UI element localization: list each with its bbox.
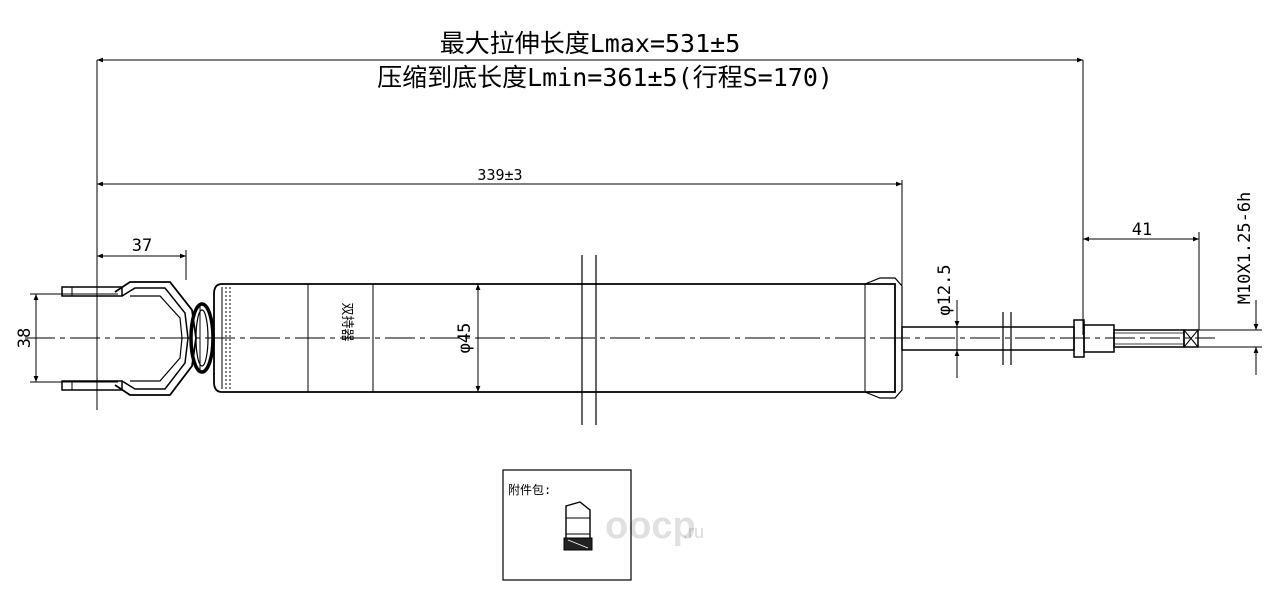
thread-length-dimension: 41 <box>1083 220 1200 330</box>
watermark-suffix: .ru <box>683 522 704 542</box>
body-marking: 双持器 <box>339 302 354 341</box>
body-length-label: 339±3 <box>477 166 522 184</box>
body-length-dimension: 339±3 <box>97 166 903 285</box>
eye-offset-label: 37 <box>132 236 152 256</box>
rubber-bushing <box>189 302 215 374</box>
thread-spec-dimension: M10X1.25-6h <box>1195 192 1262 375</box>
eye-offset-dimension: 37 <box>97 236 187 280</box>
title-line-lmin: 压缩到底长度Lmin=361±5(行程S=170) <box>377 63 833 92</box>
rod-diameter-dimension: φ12.5 <box>935 264 960 378</box>
title-line-lmax: 最大拉伸长度Lmax=531±5 <box>440 29 741 58</box>
body-diameter-dimension: φ45 <box>455 284 481 392</box>
thread-spec-label: M10X1.25-6h <box>1235 192 1255 305</box>
overall-length-dimension <box>96 57 1084 410</box>
watermark-brand: oocp <box>605 505 696 547</box>
rod-diameter-label: φ12.5 <box>935 264 955 315</box>
piston-rod <box>901 319 1199 358</box>
break-lines <box>581 255 1012 425</box>
thread-length-label: 41 <box>1132 220 1152 240</box>
accessory-box: 附件包: <box>502 469 632 581</box>
accessory-label: 附件包: <box>508 483 551 497</box>
nut-icon <box>563 501 593 551</box>
body-tube <box>213 277 903 399</box>
body-diameter-label: φ45 <box>455 323 475 354</box>
